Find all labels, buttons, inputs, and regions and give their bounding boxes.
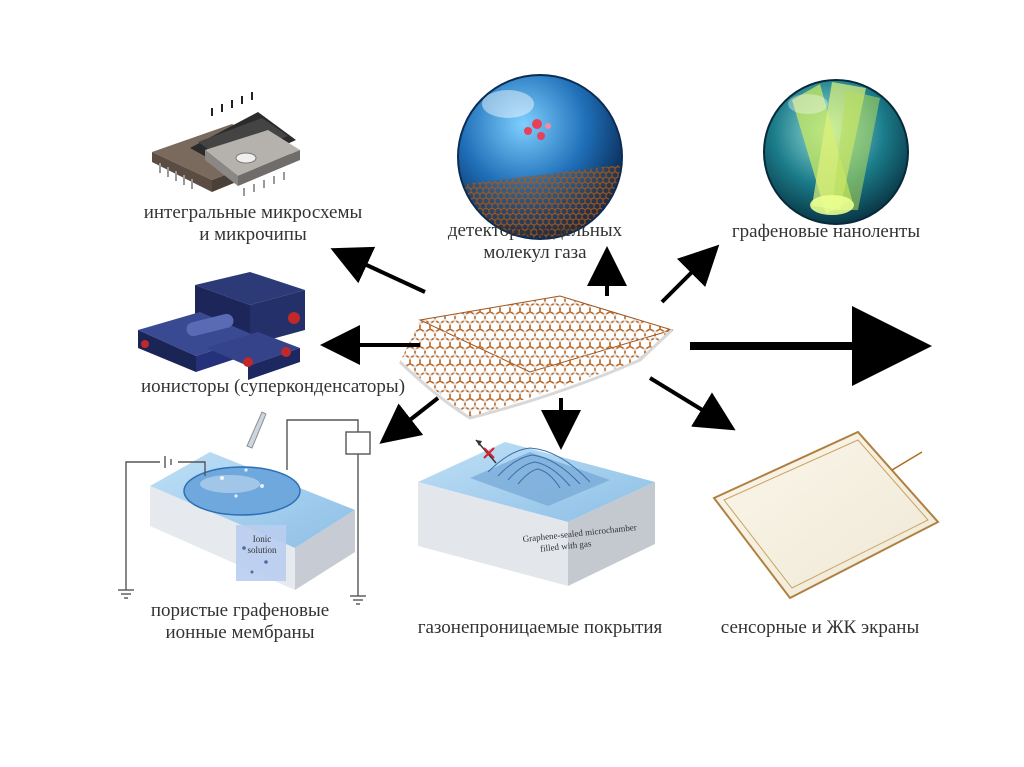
arrow-to-nanoribbons: [660, 244, 720, 304]
coating-image: Graphene-sealed microchamber filled with…: [418, 439, 655, 586]
chips-image: [152, 92, 300, 196]
label-membranes-line2: ионные мембраны: [165, 622, 315, 643]
label-chips-line1: интегральные микросхемы: [143, 202, 363, 223]
label-chips-line2: и микрочипы: [199, 224, 307, 245]
label-membranes: пористые графеновые ионные мембраны: [110, 600, 370, 644]
ionic-label-1: Ionic: [253, 534, 272, 544]
supercapacitor-image: [138, 272, 305, 380]
arrows: [320, 244, 932, 450]
label-nanoribbons-line1: графеновые наноленты: [731, 221, 921, 242]
label-screens: сенсорные и ЖК экраны: [700, 617, 940, 639]
label-supercapacitors: ионисторы (суперконденсаторы): [118, 376, 428, 398]
arrow-to-screens: [648, 376, 736, 431]
arrow-to-membranes: [379, 396, 440, 444]
screen-image: [712, 430, 940, 600]
gas-detector-image: [457, 74, 623, 240]
label-coatings: газонепроницаемые покрытия: [390, 617, 690, 639]
label-screens-line1: сенсорные и ЖК экраны: [720, 617, 920, 638]
label-nanoribbons: графеновые наноленты: [706, 221, 946, 243]
label-coatings-line1: газонепроницаемые покрытия: [417, 617, 663, 638]
label-membranes-line1: пористые графеновые: [150, 600, 330, 621]
label-gas-detectors-line1: детекторы отдельных: [447, 220, 623, 241]
label-gas-detectors: детекторы отдельных молекул газа: [420, 220, 650, 264]
label-supercapacitors-line1: ионисторы (суперконденсаторы): [140, 376, 406, 397]
nanoribbon-image: [763, 79, 909, 225]
arrow-to-chips: [330, 246, 426, 294]
label-gas-detectors-line2: молекул газа: [483, 242, 587, 263]
ionic-label-2: solution: [247, 545, 277, 555]
label-chips: интегральные микросхемы и микрочипы: [118, 202, 388, 246]
membrane-image: Ionic solution: [118, 411, 371, 605]
graphene-sheet: [398, 295, 674, 420]
